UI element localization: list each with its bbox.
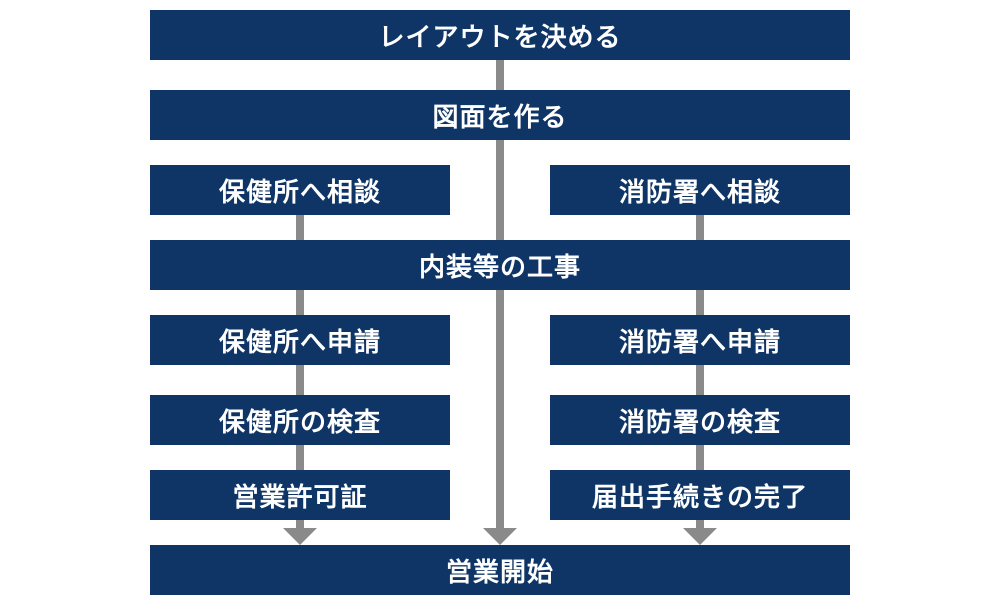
step-layout: レイアウトを決める	[150, 10, 850, 60]
step-drawing: 図面を作る	[150, 90, 850, 140]
arrowhead-right	[683, 528, 717, 545]
step-fire-consult: 消防署へ相談	[550, 165, 850, 215]
step-health-apply: 保健所へ申請	[150, 315, 450, 365]
step-construction: 内装等の工事	[150, 240, 850, 290]
step-opening: 営業開始	[150, 545, 850, 595]
step-health-inspect: 保健所の検査	[150, 395, 450, 445]
step-notice: 届出手続きの完了	[550, 470, 850, 520]
step-fire-inspect: 消防署の検査	[550, 395, 850, 445]
arrowhead-left	[283, 528, 317, 545]
step-license: 営業許可証	[150, 470, 450, 520]
arrowhead-center	[483, 528, 517, 545]
step-fire-apply: 消防署へ申請	[550, 315, 850, 365]
step-health-consult: 保健所へ相談	[150, 165, 450, 215]
